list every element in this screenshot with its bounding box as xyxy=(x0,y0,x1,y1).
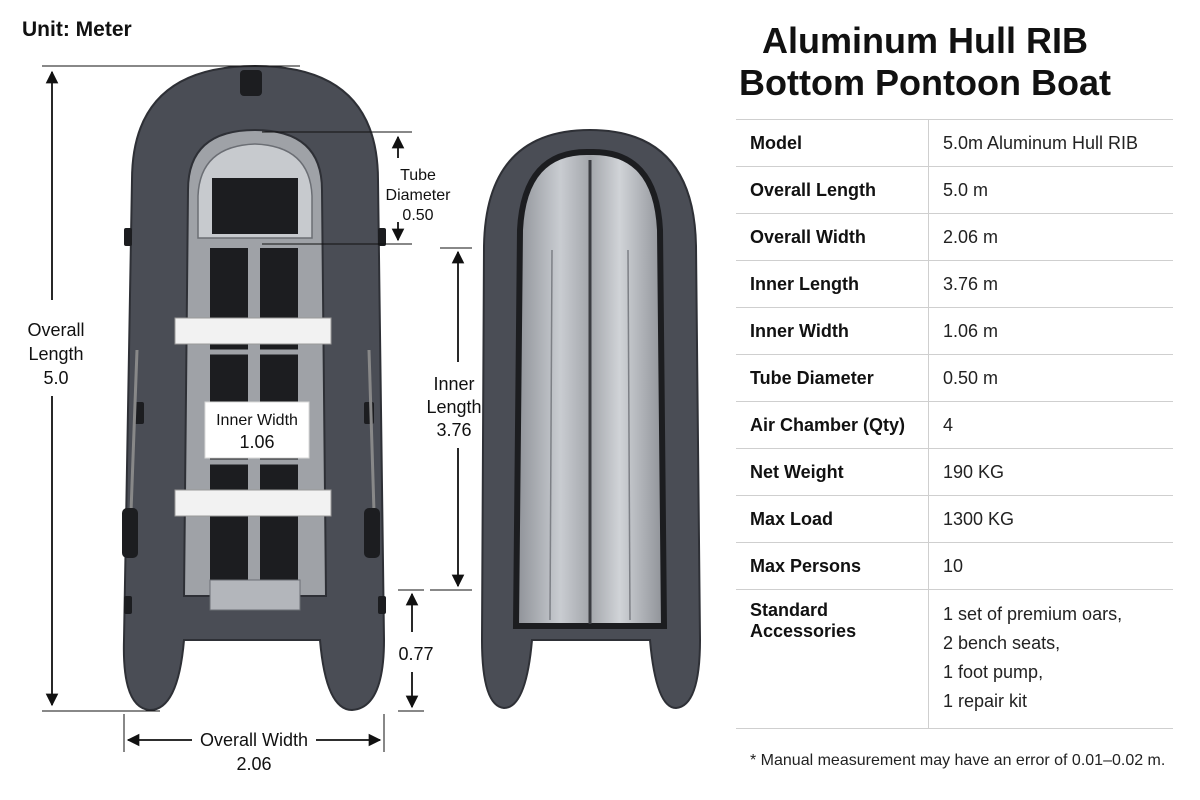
spec-value: 4 xyxy=(928,401,1173,449)
spec-key: Net Weight xyxy=(736,448,929,496)
overall-width-value: 2.06 xyxy=(236,754,271,774)
spec-key: Air Chamber (Qty) xyxy=(736,401,929,449)
overall-length-label-1: Overall xyxy=(27,320,84,340)
bench-seat-front xyxy=(174,317,332,345)
stern-extension-value: 0.77 xyxy=(398,644,433,664)
measurement-note: * Manual measurement may have an error o… xyxy=(750,752,1166,769)
inner-length-value: 3.76 xyxy=(436,420,471,440)
spec-value: 1 set of premium oars, 2 bench seats, 1 … xyxy=(928,589,1173,729)
spec-value: 3.76 m xyxy=(928,260,1173,308)
spec-key: Inner Width xyxy=(736,307,929,355)
spec-row: Air Chamber (Qty)4 xyxy=(736,401,1173,449)
spec-value: 2.06 m xyxy=(928,213,1173,261)
spec-value: 0.50 m xyxy=(928,354,1173,402)
overall-length-label-2: Length xyxy=(28,344,83,364)
spec-value: 1300 KG xyxy=(928,495,1173,543)
inner-length-label-2: Length xyxy=(426,397,481,417)
overall-width-label: Overall Width xyxy=(200,730,308,750)
spec-value: 5.0 m xyxy=(928,166,1173,214)
inner-width-label: Inner Width xyxy=(216,412,298,429)
oar-left xyxy=(122,349,139,558)
page-title: Aluminum Hull RIB Bottom Pontoon Boat xyxy=(730,20,1120,104)
spec-key: Standard Accessories xyxy=(736,589,929,729)
spec-key: Max Load xyxy=(736,495,929,543)
boat-diagram: Overall Length 5.0 Tube Diameter 0.50 In… xyxy=(27,64,702,774)
inner-width-box xyxy=(204,401,310,459)
overall-length-value: 5.0 xyxy=(43,368,68,388)
tube-diameter-label-2: Diameter xyxy=(386,187,452,204)
title-line-1: Aluminum Hull RIB xyxy=(762,20,1088,61)
spec-key: Overall Width xyxy=(736,213,929,261)
bow-handle xyxy=(240,70,262,96)
transom xyxy=(209,579,301,611)
spec-key: Overall Length xyxy=(736,166,929,214)
spec-value: 5.0m Aluminum Hull RIB xyxy=(928,119,1173,167)
bench-seat-rear xyxy=(174,489,332,517)
accessory-item: 1 foot pump, xyxy=(943,662,1044,682)
accessory-item: 1 set of premium oars, xyxy=(943,604,1123,624)
spec-value: 1.06 m xyxy=(928,307,1173,355)
spec-value: 190 KG xyxy=(928,448,1173,496)
oar-right xyxy=(364,349,380,558)
spec-key: Model xyxy=(736,119,929,167)
inner-length-label-1: Inner xyxy=(433,374,474,394)
top-view-boat xyxy=(122,64,386,712)
inner-width-value: 1.06 xyxy=(239,432,274,452)
tube-diameter-value: 0.50 xyxy=(402,207,433,224)
bottom-view-boat xyxy=(480,128,702,710)
spec-key: Tube Diameter xyxy=(736,354,929,402)
unit-label: Unit: Meter xyxy=(22,18,132,41)
accessory-item: 1 repair kit xyxy=(943,691,1028,711)
bow-locker-hatch xyxy=(212,178,298,234)
spec-key: Max Persons xyxy=(736,542,929,590)
tube-diameter-label-1: Tube xyxy=(400,167,436,184)
accessory-item: 2 bench seats, xyxy=(943,633,1061,653)
spec-row-accessories: Standard Accessories 1 set of premium oa… xyxy=(736,589,1173,729)
spec-key: Inner Length xyxy=(736,260,929,308)
title-line-2: Bottom Pontoon Boat xyxy=(739,62,1111,103)
spec-value: 10 xyxy=(928,542,1173,590)
